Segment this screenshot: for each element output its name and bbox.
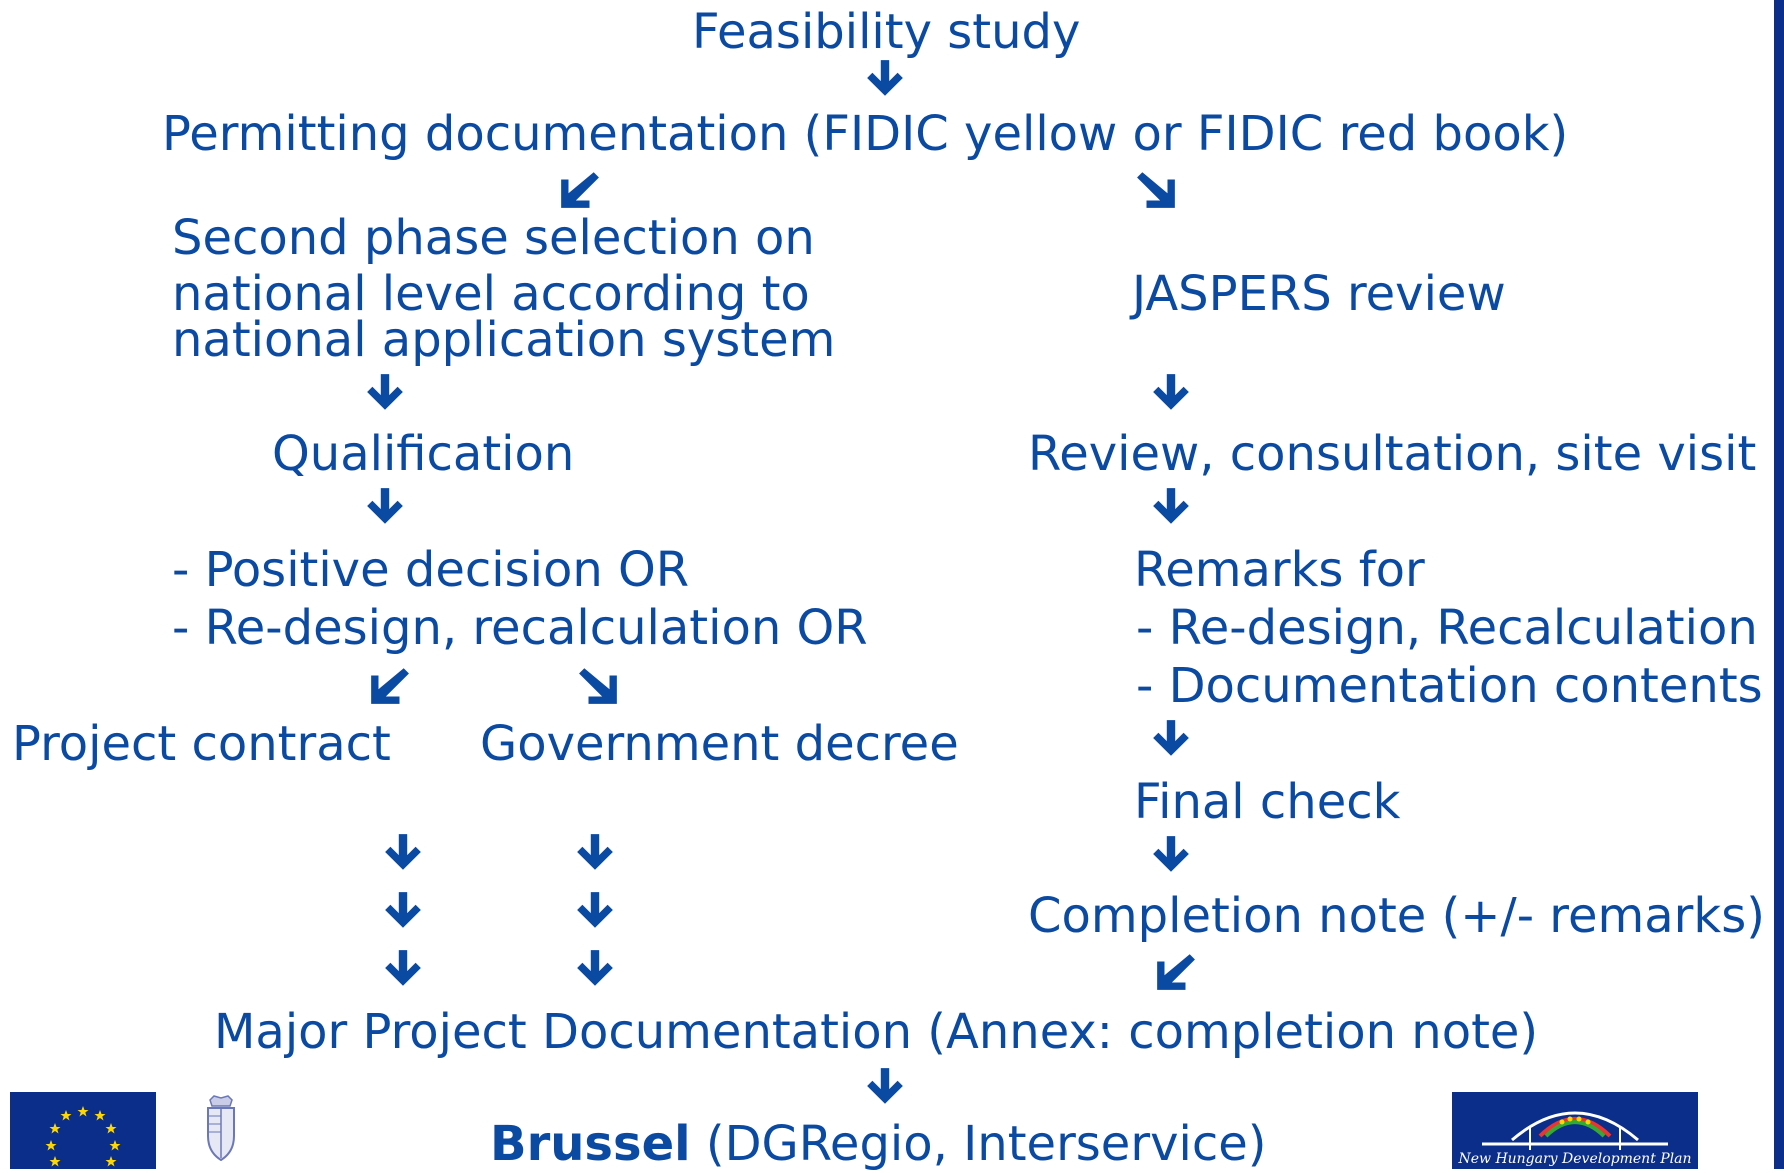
brussel-line: Brussel (DGRegio, Interservice) (490, 1120, 1266, 1168)
arrow-down-right-icon (1136, 168, 1178, 210)
arrow-down-icon (364, 372, 406, 414)
arrow-down-icon (574, 832, 616, 874)
eu-flag-logo (10, 1092, 156, 1169)
major-project-documentation: Major Project Documentation (Annex: comp… (214, 1004, 1539, 1060)
arrow-down-left-icon (1154, 950, 1196, 992)
ndp-logo-text: New Hungary Development Plan (1458, 1151, 1692, 1167)
positive-decision: - Positive decision OR (172, 542, 690, 598)
arrow-down-icon (382, 832, 424, 874)
arrow-down-right-icon (578, 664, 620, 706)
feasibility-study: Feasibility study (692, 4, 1081, 60)
brussel-rest: (DGRegio, Interservice) (690, 1116, 1267, 1172)
second-phase-line-1: Second phase selection on (172, 210, 815, 266)
arrow-down-icon (364, 486, 406, 528)
remarks-for: Remarks for (1134, 542, 1425, 598)
new-hungary-development-plan-logo: New Hungary Development Plan (1452, 1092, 1698, 1169)
government-decree: Government decree (480, 716, 959, 772)
review-consultation: Review, consultation, site visit (1028, 426, 1757, 482)
qualification: Qualification (272, 426, 575, 482)
hungarian-coat-of-arms-logo (196, 1092, 246, 1169)
permitting-documentation: Permitting documentation (FIDIC yellow o… (162, 106, 1569, 162)
arrow-down-icon (1150, 372, 1192, 414)
arrow-down-icon (382, 948, 424, 990)
arrow-down-icon (1150, 486, 1192, 528)
arrow-down-left-icon (368, 664, 410, 706)
remarks-redesign: - Re-design, Recalculation (1136, 600, 1758, 656)
second-phase-line-3: national application system (172, 312, 836, 368)
jaspers-review: JASPERS review (1132, 266, 1506, 322)
brussel-bold: Brussel (490, 1116, 691, 1172)
completion-note: Completion note (+/- remarks) (1028, 888, 1765, 944)
redesign-recalculation: - Re-design, recalculation OR (172, 600, 868, 656)
arrow-down-icon (574, 948, 616, 990)
final-check: Final check (1134, 774, 1401, 830)
arrow-down-icon (864, 1066, 906, 1108)
project-contract: Project contract (12, 716, 391, 772)
remarks-documentation: - Documentation contents (1136, 658, 1763, 714)
eu-stars-icon (45, 1106, 121, 1167)
arrow-down-icon (574, 890, 616, 932)
arrow-down-icon (864, 58, 906, 100)
right-edge-bar (1774, 0, 1784, 1169)
arrow-down-icon (1150, 718, 1192, 760)
second-phase-line-2: national level according to (172, 266, 810, 322)
arrow-down-icon (1150, 834, 1192, 876)
arrow-down-icon (382, 890, 424, 932)
arrow-down-left-icon (558, 168, 600, 210)
